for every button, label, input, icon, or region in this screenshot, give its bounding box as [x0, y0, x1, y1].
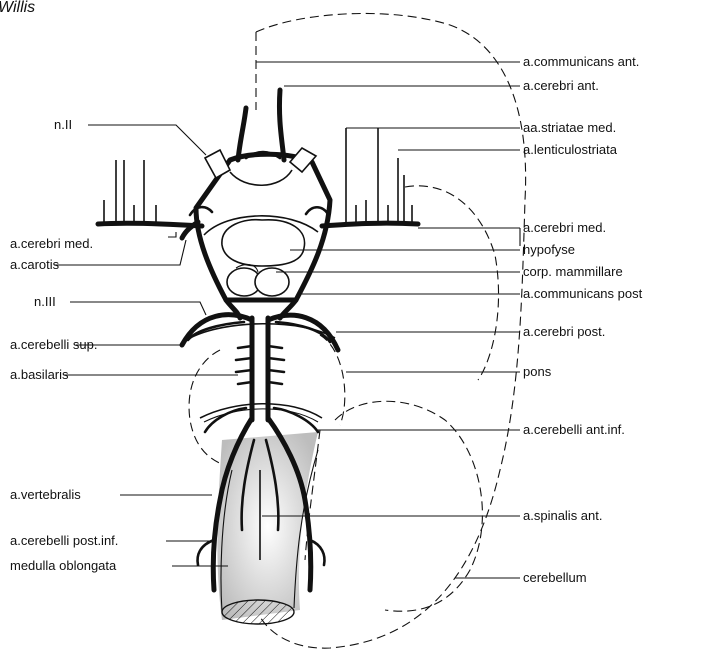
label-a-cerebelli-ant-inf: a.cerebelli ant.inf.	[523, 422, 625, 437]
label-medulla-oblongata: medulla oblongata	[10, 558, 117, 573]
label-a-cerebelli-sup: a.cerebelli sup.	[10, 337, 97, 352]
label-n-ii: n.II	[54, 117, 72, 132]
mammillary-bodies	[227, 265, 289, 296]
label-a-cerebri-post: a.cerebri post.	[523, 324, 605, 339]
medulla-cut-surface	[222, 600, 294, 624]
striate-branches-right	[346, 128, 412, 222]
label-a-cerebri-med-left: a.cerebri med.	[10, 236, 93, 251]
striate-branches-left	[104, 160, 156, 222]
label-a-spinalis-ant: a.spinalis ant.	[523, 508, 603, 523]
anterior-cerebral-arteries	[238, 90, 284, 160]
label-hypofyse: hypofyse	[523, 242, 575, 257]
label-a-carotis: a.carotis	[10, 257, 60, 272]
label-a-cerebri-ant: a.cerebri ant.	[523, 78, 599, 93]
label-aa-striatae-med: aa.striatae med.	[523, 120, 616, 135]
diagram-title: Willis	[0, 0, 35, 16]
anterior-inferior-cerebellar	[205, 408, 318, 432]
label-pons: pons	[523, 364, 552, 379]
label-a-vertebralis: a.vertebralis	[10, 487, 81, 502]
label-corp-mammillare: corp. mammillare	[523, 264, 623, 279]
label-a-communicans-ant: a.communicans ant.	[523, 54, 639, 69]
label-a-cerebelli-post-inf: a.cerebelli post.inf.	[10, 533, 118, 548]
hypofyse-shape	[204, 216, 318, 266]
label-a-cerebri-med-right: a.cerebri med.	[523, 220, 606, 235]
label-a-communicans-post: a.communicans post	[523, 286, 643, 301]
label-cerebellum: cerebellum	[523, 570, 587, 585]
label-a-basilaris: a.basilaris	[10, 367, 69, 382]
labels: a.communicans ant. a.cerebri ant. n.II a…	[10, 54, 643, 585]
label-n-iii: n.III	[34, 294, 56, 309]
label-a-lenticulostriata: a.lenticulostriata	[523, 142, 618, 157]
